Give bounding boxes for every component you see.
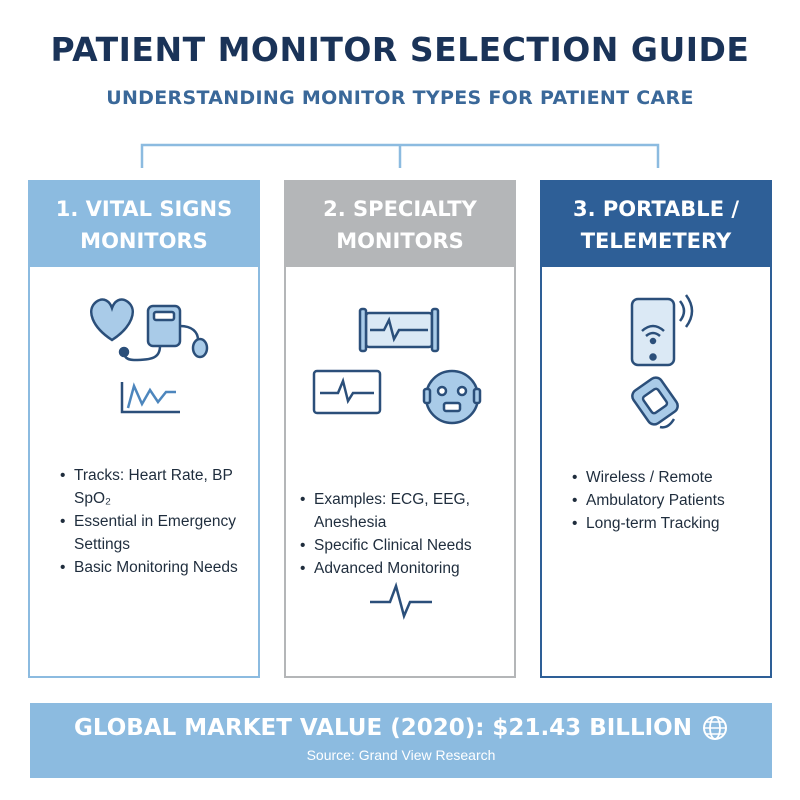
card-portable-title-line2: TELEMETERY: [580, 228, 732, 253]
card-portable-features: Wireless / Remote Ambulatory Patients Lo…: [542, 466, 725, 535]
card-vital-signs-icons: [90, 298, 209, 414]
card-portable-icons: [630, 294, 694, 429]
card-portable-title-line1: 3. PORTABLE /: [572, 196, 740, 221]
list-item: Examples: ECG, EEG, Aneshesia: [300, 488, 514, 534]
anesthesia-mask-icon: [422, 369, 482, 425]
bracket-connector: [140, 143, 660, 168]
list-item: Wireless / Remote: [572, 466, 725, 489]
card-vital-signs-title-line1: 1. VITAL SIGNS: [55, 196, 233, 221]
list-item: Advanced Monitoring: [300, 557, 514, 580]
heart-icon: [90, 298, 134, 342]
ecg-strip-icon: [358, 307, 440, 353]
card-specialty: 2. SPECIALTY MONITORS Examples: ECG, EEG…: [284, 180, 516, 678]
card-vital-signs-header: 1. VITAL SIGNS MONITORS: [30, 182, 258, 267]
vitals-graph-icon: [120, 382, 180, 414]
card-portable-header: 3. PORTABLE / TELEMETERY: [542, 182, 770, 267]
page-title: PATIENT MONITOR SELECTION GUIDE: [50, 30, 750, 69]
card-specialty-header: 2. SPECIALTY MONITORS: [286, 182, 514, 267]
source-text: Source: Grand View Research: [306, 747, 496, 763]
wearable-sensor-icon: [631, 376, 679, 429]
globe-icon: [702, 716, 727, 740]
card-specialty-title-line1: 2. SPECIALTY: [323, 196, 477, 221]
ecg-monitor-icon: [312, 369, 382, 415]
heartbeat-line-icon: [370, 581, 432, 620]
card-specialty-title-line2: MONITORS: [336, 228, 464, 253]
card-vital-signs-title-line2: MONITORS: [80, 228, 208, 253]
list-item: Basic Monitoring Needs: [60, 556, 258, 579]
card-vital-signs-features: Tracks: Heart Rate, BP SpO₂ Essential in…: [30, 464, 258, 579]
list-item: Long-term Tracking: [572, 512, 725, 535]
blood-pressure-cuff-icon: [118, 304, 209, 362]
list-item: Essential in Emergency: [60, 510, 258, 533]
list-item: Ambulatory Patients: [572, 489, 725, 512]
list-item: Tracks: Heart Rate, BP SpO₂: [60, 464, 258, 510]
list-item: Settings: [74, 536, 131, 553]
card-portable: 3. PORTABLE / TELEMETERY Wireless / Remo…: [540, 180, 772, 678]
page-subtitle: UNDERSTANDING MONITOR TYPES FOR PATIENT …: [106, 87, 694, 109]
card-vital-signs: 1. VITAL SIGNS MONITORS Tracks: Heart Ra…: [28, 180, 260, 678]
card-specialty-icons: [312, 307, 482, 425]
card-specialty-features: Examples: ECG, EEG, Aneshesia Specific C…: [286, 488, 514, 580]
list-item: Specific Clinical Needs: [300, 534, 514, 557]
market-value-text: GLOBAL MARKET VALUE (2020): $21.43 BILLI…: [74, 715, 692, 741]
market-value-banner: GLOBAL MARKET VALUE (2020): $21.43 BILLI…: [30, 703, 772, 778]
smartphone-wifi-icon: [630, 294, 694, 367]
